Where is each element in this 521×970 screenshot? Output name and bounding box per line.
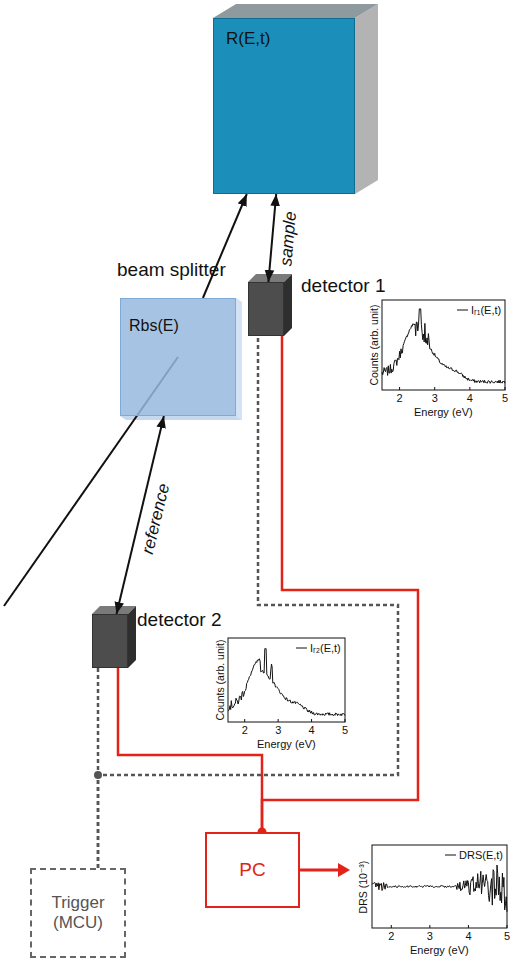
- wire: [118, 668, 262, 832]
- path-label: sample: [276, 211, 300, 267]
- detector-label: detector 2: [137, 609, 222, 631]
- axis-tick: [468, 925, 469, 928]
- axis-title: Energy (eV): [414, 406, 473, 419]
- output-arrowhead: [338, 863, 350, 877]
- tick-label: 3: [427, 930, 433, 943]
- beam-path: [268, 194, 276, 282]
- axis-tick: [429, 925, 430, 928]
- sample-side: [355, 4, 378, 194]
- axis-tick: [399, 387, 400, 390]
- pc-label: PC: [239, 859, 265, 881]
- series-label: DRS(E,t): [459, 849, 503, 862]
- axis-title: Counts (arb. unit): [367, 304, 379, 385]
- tick-label: 3: [432, 392, 438, 405]
- axis-tick: [391, 925, 392, 928]
- plot-frame: [228, 638, 345, 722]
- beam-splitter: beam splitterRbs(E): [120, 298, 236, 416]
- sample-block: R(E,t): [213, 18, 355, 194]
- trigger-label: Trigger (MCU): [38, 893, 118, 932]
- splitter-edge: [120, 416, 242, 420]
- tick-label: 2: [397, 392, 403, 405]
- detector: detector 1: [248, 282, 284, 336]
- tick-label: 4: [465, 930, 471, 943]
- plot-frame: [372, 845, 507, 928]
- tick-label: 3: [275, 724, 281, 737]
- tick-label: 4: [467, 392, 473, 405]
- axis-tick: [505, 387, 506, 390]
- splitter-label: Rbs(E): [129, 317, 179, 335]
- spectrum-curve: [372, 865, 507, 912]
- detector-label: detector 1: [301, 275, 386, 297]
- spectrum-curve: [382, 309, 505, 383]
- tick-label: 2: [388, 930, 394, 943]
- plot-frame: [382, 300, 505, 390]
- wire: [262, 336, 418, 832]
- detector-side: [284, 274, 292, 336]
- axis-title: Counts (arb. unit): [213, 639, 225, 720]
- detector: detector 2: [92, 614, 128, 668]
- axis-title: DRS (10⁻³): [357, 860, 369, 913]
- tick-label: 4: [309, 724, 315, 737]
- tick-label: 2: [242, 724, 248, 737]
- axis-title: Energy (eV): [257, 738, 316, 751]
- tick-label: 5: [504, 930, 510, 943]
- tick-label: 5: [342, 724, 348, 737]
- series-label: Iᵣ₁(E,t): [471, 304, 501, 317]
- series-line: [445, 855, 456, 856]
- series-line: [457, 310, 468, 311]
- detector-side: [128, 606, 136, 668]
- spectrum-curve: [228, 649, 345, 716]
- axis-tick: [311, 719, 312, 722]
- output-arrow: [300, 869, 340, 872]
- axis-tick: [278, 719, 279, 722]
- tick-label: 5: [502, 392, 508, 405]
- axis-tick: [507, 925, 508, 928]
- beam-path: [203, 194, 247, 298]
- axis-title: Energy (eV): [410, 944, 469, 957]
- axis-tick: [434, 387, 435, 390]
- path-label: reference: [138, 481, 174, 555]
- trigger-box: Trigger (MCU): [30, 868, 126, 958]
- splitter-heading: beam splitter: [117, 259, 226, 281]
- sample-label: R(E,t): [226, 29, 270, 49]
- axis-tick: [469, 387, 470, 390]
- pc-box: PC: [205, 832, 300, 908]
- axis-tick: [345, 719, 346, 722]
- series-label: Iᵣ₂(E,t): [310, 642, 341, 655]
- sample-top: [213, 4, 378, 18]
- axis-tick: [244, 719, 245, 722]
- series-line: [296, 648, 307, 649]
- splitter-edge: [236, 298, 242, 420]
